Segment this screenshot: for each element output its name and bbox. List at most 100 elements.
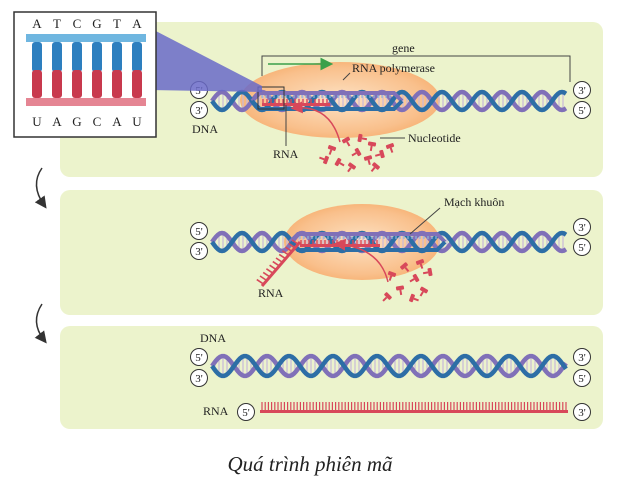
- bubble1-template-strand: [250, 99, 404, 111]
- bubble1-rna-backbone: [262, 103, 330, 106]
- inset-dna-base-letter: A: [132, 16, 142, 31]
- nucleotide: [351, 147, 362, 157]
- dna2-strand-a: [210, 230, 568, 254]
- rna-tail-backbone: [260, 241, 302, 287]
- svg-text:3': 3': [578, 85, 586, 97]
- rna-tail-base: [278, 253, 286, 260]
- svg-text:5': 5': [195, 352, 203, 364]
- nucleotide: [422, 267, 433, 277]
- dna-label-3: DNA: [200, 331, 226, 345]
- nucleotide: [419, 286, 429, 297]
- rna-tail-base: [259, 275, 267, 281]
- svg-text:3': 3': [195, 246, 203, 258]
- inset-dna-base-letter: T: [53, 16, 61, 31]
- three-prime-marker: 3': [190, 369, 208, 387]
- nucleotide-label: Nucleotide: [408, 131, 461, 145]
- rna-polymerase-blob-2: [284, 204, 440, 280]
- five-prime-marker: 5': [237, 403, 255, 421]
- five-prime-marker: 5': [573, 369, 591, 387]
- nucleotide: [347, 162, 357, 173]
- rna-incoming-arrow-2: [333, 238, 389, 283]
- nucleotides-cluster-1: [319, 133, 395, 173]
- inset-rna-base: [92, 70, 102, 98]
- nucleotide: [409, 273, 420, 283]
- nucleotide: [382, 292, 392, 302]
- five-prime-marker: 5': [573, 238, 591, 256]
- nucleotide: [357, 133, 368, 143]
- dna-helix-2: [210, 230, 568, 254]
- inset-rna-base: [72, 70, 82, 98]
- svg-text:5': 5': [578, 105, 586, 117]
- rna-tail-base: [275, 257, 283, 263]
- inset-rna-base: [52, 70, 62, 98]
- rna-polymerase-blob-1: [240, 62, 440, 138]
- inset-rna-base-letter: A: [52, 114, 62, 129]
- nucleotide: [363, 155, 373, 166]
- svg-text:5': 5': [578, 373, 586, 385]
- nucleotide: [385, 143, 395, 153]
- inset-dna-backbone: [26, 34, 146, 42]
- nucleotides-cluster-2: [382, 259, 433, 303]
- three-prime-marker: 3': [573, 348, 591, 366]
- dna-label-1: DNA: [192, 122, 218, 136]
- svg-text:3': 3': [195, 373, 203, 385]
- inset-dna-base-letter: G: [92, 16, 101, 31]
- rna-tail-base: [262, 271, 270, 278]
- nucleotide: [334, 157, 345, 167]
- five-prime-marker: 5': [190, 348, 208, 366]
- rna-tail-base: [265, 268, 273, 274]
- nucleotide: [341, 136, 351, 147]
- rna-label-1: RNA: [273, 147, 299, 161]
- inset-dna-base: [92, 42, 102, 72]
- zoom-connector: [150, 28, 262, 92]
- nucleotide: [409, 293, 419, 303]
- inset-dna-base: [32, 42, 42, 72]
- inset-dna-base-letter: C: [73, 16, 82, 31]
- svg-text:5': 5': [242, 407, 250, 419]
- step-arrow-1: [34, 167, 47, 209]
- rna-label-2: RNA: [258, 286, 284, 300]
- nucleotide: [370, 162, 380, 173]
- three-prime-marker: 3': [573, 218, 591, 236]
- rna-product-backbone: [260, 410, 568, 413]
- polymerase-leader: [342, 72, 351, 81]
- inset-dna-base: [132, 42, 142, 72]
- mach-khuon-leader: [409, 207, 441, 235]
- step-arrow-2: [34, 303, 47, 344]
- five-prime-marker: 5': [190, 222, 208, 240]
- inset-rna-base-letter: G: [72, 114, 81, 129]
- inset-rna-base: [132, 70, 142, 98]
- rna-tail-base: [269, 264, 277, 270]
- svg-text:3': 3': [578, 222, 586, 234]
- rna-tail-base: [256, 278, 264, 285]
- inset-rna-base-letter: A: [112, 114, 122, 129]
- figure-caption: Quá trình phiên mã: [227, 452, 393, 476]
- inset-rna-backbone: [26, 98, 146, 106]
- nucleotide: [415, 259, 425, 269]
- rna-tail-base: [285, 246, 293, 252]
- nucleotide: [387, 271, 397, 281]
- inset-rna-base-letter: U: [132, 114, 142, 129]
- rna-incoming-arrow-1: [290, 101, 341, 143]
- inset-dna-base: [52, 42, 62, 72]
- three-prime-marker: 3': [573, 403, 591, 421]
- bubble2-upper-strand: [288, 232, 447, 244]
- dna-helix-3: [210, 353, 568, 379]
- nucleotide: [374, 149, 385, 159]
- strand-end-markers: 5'3'3'5'5'3'3'5'5'3'3'5'5'3': [190, 81, 591, 421]
- nucleotide: [327, 145, 337, 155]
- inset-rna-base-letter: U: [32, 114, 42, 129]
- rna-label-3: RNA: [203, 404, 229, 418]
- three-prime-marker: 3': [573, 81, 591, 99]
- svg-text:3': 3': [578, 352, 586, 364]
- rna-polymerase-label: RNA polymerase: [352, 61, 435, 75]
- svg-text:3': 3': [195, 105, 203, 117]
- bubble2-template-strand: [288, 240, 447, 252]
- mach-khuon-label: Mạch khuôn: [444, 195, 504, 209]
- zoom-box: [257, 86, 285, 110]
- gene-bracket: [261, 55, 571, 82]
- inset-dna-base: [112, 42, 122, 72]
- three-prime-marker: 3': [190, 242, 208, 260]
- nucleotide: [395, 285, 405, 296]
